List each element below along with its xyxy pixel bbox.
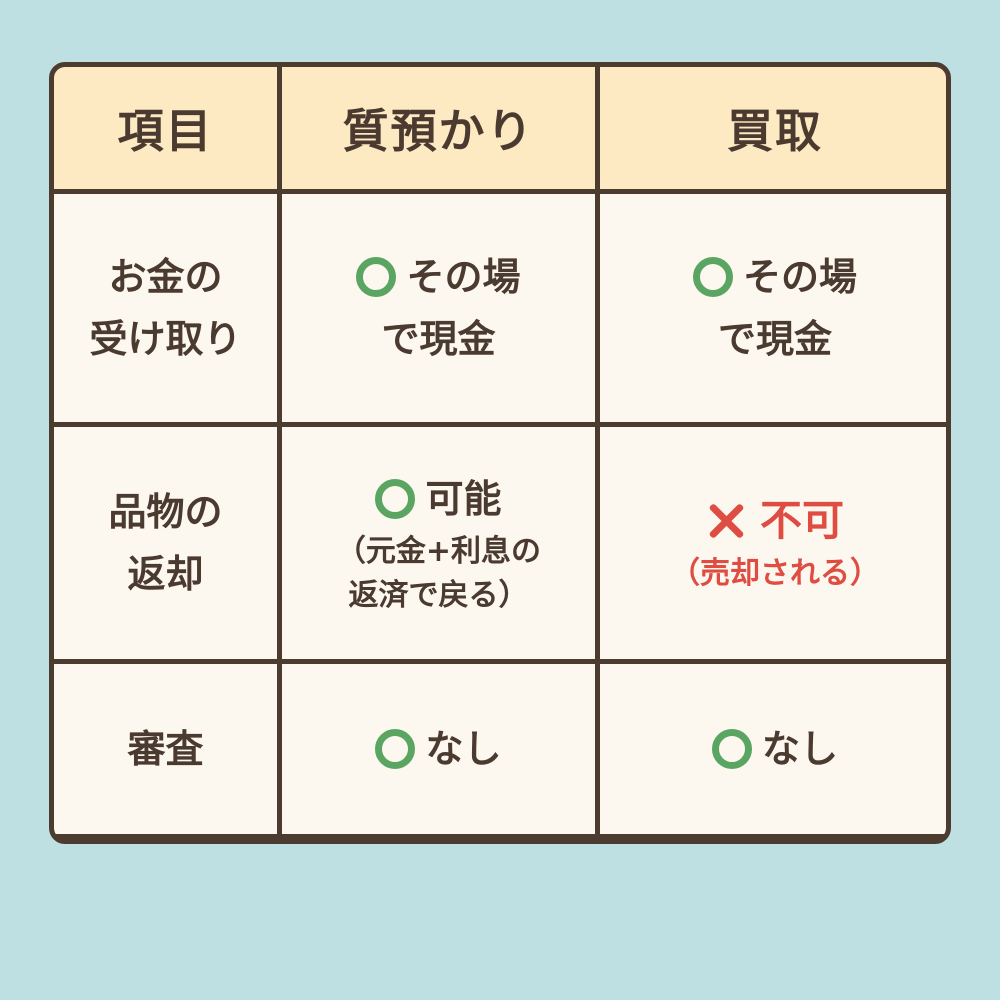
cell-return-pawn: 可能 （元金+利息の 返済で戻る）: [282, 427, 595, 659]
circle-icon: [375, 729, 416, 769]
row-label-return-line1: 品物の: [108, 490, 223, 534]
header-item: 項目: [54, 67, 277, 189]
cell-screening-purchase-line: なし: [711, 718, 838, 780]
cell-cash-purchase-text1: その場: [742, 255, 857, 299]
cell-cash-pawn-text1: その場: [406, 255, 521, 299]
row-label-cash-line2: 受け取り: [89, 317, 242, 361]
cell-return-purchase-main: 不可: [706, 490, 844, 552]
cell-cash-pawn-line2: で現金: [381, 308, 495, 370]
cell-cash-pawn-text2: で現金: [381, 317, 496, 361]
row-label-cash-line1: お金の: [108, 255, 223, 299]
row-label-cash: お金の 受け取り: [54, 194, 277, 422]
cross-icon: [706, 501, 746, 541]
row-label-screening-text: 審査: [127, 727, 204, 771]
cell-cash-pawn-line1: その場: [356, 246, 521, 308]
cell-return-pawn-note1: （元金+利息の: [335, 534, 542, 569]
row-label-screening: 審査: [54, 664, 277, 834]
header-item-label: 項目: [117, 104, 214, 158]
header-purchase-label: 買取: [727, 104, 823, 158]
cell-cash-purchase-line2: で現金: [718, 308, 832, 370]
circle-icon: [375, 479, 416, 519]
header-pawn-label: 質預かり: [342, 104, 535, 158]
cell-screening-pawn: なし: [282, 664, 595, 834]
cell-cash-purchase: その場 で現金: [600, 194, 946, 422]
cell-cash-purchase-text2: で現金: [717, 317, 832, 361]
cell-cash-purchase-line1: その場: [692, 246, 857, 308]
cell-return-purchase: 不可 （売却される）: [600, 427, 946, 659]
cell-return-purchase-note: （売却される）: [670, 556, 880, 591]
circle-icon: [692, 257, 733, 297]
cell-return-pawn-note2: 返済で戻る）: [348, 578, 529, 613]
cell-cash-pawn: その場 で現金: [282, 194, 595, 422]
cell-return-pawn-main: 可能: [375, 468, 502, 530]
header-pawn: 質預かり: [282, 67, 595, 189]
comparison-table: 項目 質預かり 買取 お金の 受け取り その場 で現金 その場 で現金 品物の …: [49, 62, 951, 844]
cell-screening-pawn-text: なし: [425, 727, 502, 771]
circle-icon: [711, 729, 752, 769]
cell-screening-purchase: なし: [600, 664, 946, 834]
row-label-return: 品物の 返却: [54, 427, 277, 659]
cell-return-pawn-main-text: 可能: [425, 477, 502, 521]
cell-screening-purchase-text: なし: [761, 727, 838, 771]
cell-screening-pawn-line: なし: [375, 718, 502, 780]
header-purchase: 買取: [600, 67, 946, 189]
row-label-return-line2: 返却: [127, 552, 204, 596]
circle-icon: [356, 257, 397, 297]
cell-return-purchase-main-text: 不可: [759, 496, 844, 545]
